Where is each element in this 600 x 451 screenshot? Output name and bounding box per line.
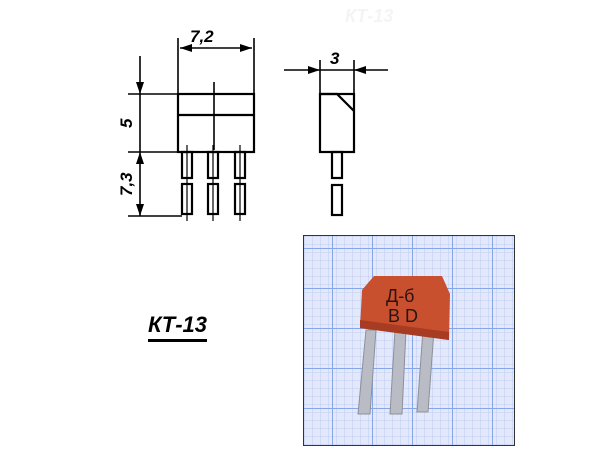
lead-length-dim-label: 7,3 [117,172,136,196]
marking-line1: Д-б [386,286,415,306]
side-body-outline [318,92,356,154]
body-height-dim-label: 5 [117,118,136,128]
watermark: КТ-13 [345,6,394,26]
package-label: КТ-13 [148,312,208,342]
front-body-outline [176,92,256,154]
width-dim-label: 7,2 [190,27,214,46]
thickness-dim-label: 3 [330,49,340,68]
marking-line2: B D [388,306,418,326]
lead-left [357,329,377,415]
component-photo: Д-б B D [303,235,515,446]
